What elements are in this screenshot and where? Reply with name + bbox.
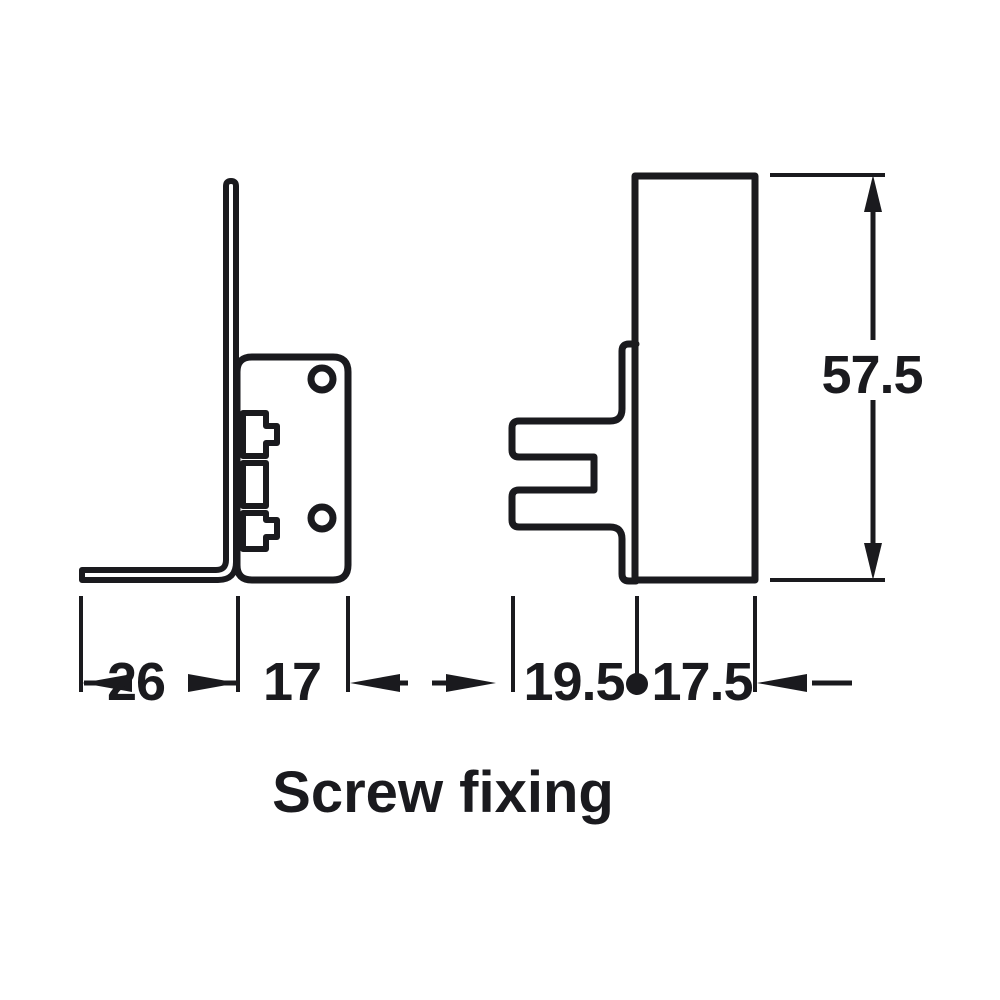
screw-hole-upper <box>307 364 337 394</box>
fork-prong-profile <box>508 340 640 585</box>
dim-label-57-5: 57.5 <box>821 345 922 405</box>
arrow-57-5-up <box>864 175 882 212</box>
latch-tab-upper <box>240 410 280 459</box>
front-view-right <box>508 172 759 585</box>
arrow-26-right <box>188 674 238 692</box>
arrow-bridge-left <box>350 674 400 692</box>
latch-tab-lower <box>240 510 280 552</box>
dimension-group-right: 19.5 17.5 <box>511 596 852 712</box>
screw-hole-lower <box>307 503 337 533</box>
arrow-bridge-right <box>446 674 496 692</box>
center-point-dot <box>626 673 648 695</box>
body-plate-outline <box>233 353 352 584</box>
dim-label-17-5: 17.5 <box>651 652 752 712</box>
arrow-17-5-outer <box>757 674 807 692</box>
latch-slot-middle <box>240 460 269 509</box>
dimension-group-vertical: 57.5 <box>770 173 924 582</box>
arrow-57-5-down <box>864 543 882 580</box>
dim-label-17: 17 <box>263 652 321 712</box>
drawing-caption: Screw fixing <box>272 760 614 825</box>
bracket-arm-profile <box>79 178 239 583</box>
dim-label-19-5: 19.5 <box>523 652 624 712</box>
dimension-group-left: 26 17 <box>79 596 496 712</box>
side-view-left <box>79 178 352 584</box>
body-block-outline <box>631 172 759 584</box>
dim-label-26: 26 <box>107 652 165 712</box>
arrow-26-left <box>82 674 132 692</box>
